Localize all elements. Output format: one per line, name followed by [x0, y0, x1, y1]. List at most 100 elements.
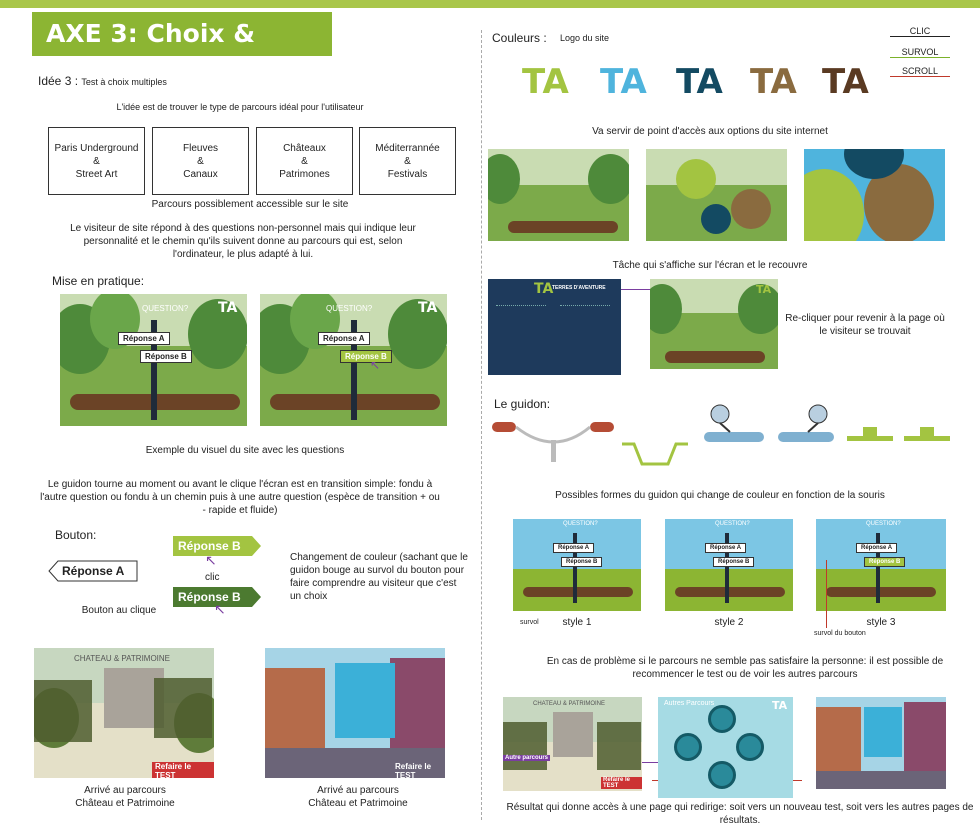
- result-chateau-2: Refaire le TEST: [265, 648, 445, 778]
- wheel-option-4[interactable]: [708, 761, 736, 789]
- couleurs-title: Couleurs :: [492, 31, 547, 45]
- result-chateau-1: CHATEAU & PATRIMOINE Refaire le TEST: [34, 648, 214, 778]
- scene2-question: QUESTION?: [326, 304, 373, 313]
- scene1-answer-a[interactable]: Réponse A: [118, 332, 170, 345]
- card-title: TERRES D'AVENTURE: [552, 285, 606, 291]
- paragraph-visitor: Le visiteur de site répond à des questio…: [70, 223, 416, 260]
- return-frame-logo[interactable]: TA: [756, 283, 772, 296]
- style-2-label: style 2: [714, 617, 744, 628]
- question-scene-2: QUESTION? TA Réponse A Réponse B ↖: [260, 294, 447, 426]
- result-with-options: CHATEAU & PATRIMOINE Autre parcours Refa…: [503, 697, 642, 791]
- style-2-preview: Réponse A Réponse B QUESTION?: [665, 519, 793, 611]
- intro-text: L'idée est de trouver le type de parcour…: [116, 102, 364, 112]
- style1-question: QUESTION?: [563, 521, 598, 527]
- site-info-card: TA TERRES D'AVENTURE: [488, 279, 621, 375]
- button-b-clicked-label: Réponse B: [178, 590, 241, 604]
- arrow-left-shape: [48, 560, 138, 582]
- logo-green: TA: [522, 62, 569, 102]
- scene2-answer-a[interactable]: Réponse A: [318, 332, 370, 345]
- button-a-label: Réponse A: [62, 564, 125, 578]
- result1-caption: Arrivé au parcours Château et Patrimoine: [75, 785, 175, 809]
- result2-refaire-button[interactable]: Refaire le TEST: [395, 762, 432, 778]
- top-accent-bar: [0, 0, 980, 8]
- survol-connector: [826, 560, 827, 628]
- button-b-default-label: Réponse B: [178, 539, 241, 553]
- style3-answer-b[interactable]: Réponse B: [864, 557, 906, 567]
- button-b-clicked[interactable]: Réponse B: [172, 586, 262, 608]
- probleme-text: En cas de problème si le parcours ne sem…: [546, 656, 944, 680]
- result2-caption: Arrivé au parcours Château et Patrimoine: [308, 785, 408, 809]
- legend-scroll: SCROLL: [890, 66, 950, 77]
- style3-answer-a[interactable]: Réponse A: [856, 543, 898, 553]
- handlebar-lime-icon: [847, 427, 893, 441]
- boxes-caption: Parcours possiblement accessible sur le …: [151, 199, 349, 210]
- arrow-right-shape: [173, 587, 261, 607]
- legend-survol: SURVOL: [890, 47, 950, 58]
- bouton-caption: Bouton au clique: [81, 605, 157, 616]
- handlebar-green-icon: [622, 442, 688, 466]
- handlebar-mirror-icon-2: [778, 404, 834, 442]
- handlebar-mirror-icon: [704, 404, 764, 442]
- color-change-text: Changement de couleur (sachant que le gu…: [290, 552, 468, 602]
- style-1-label: style 1: [562, 617, 592, 628]
- example-caption: Exemple du visuel du site avec les quest…: [145, 445, 345, 456]
- style2-answer-a[interactable]: Réponse A: [705, 543, 747, 553]
- button-b-default[interactable]: Réponse B: [172, 535, 262, 557]
- idee-subtitle: Test à choix multiples: [81, 77, 167, 87]
- autres-parcours-logo: TA: [772, 699, 788, 712]
- button-a-sample[interactable]: Réponse A: [48, 560, 138, 582]
- return-frame: TA: [650, 279, 778, 369]
- survol-label: survol: [520, 619, 539, 626]
- scene1-logo: TA: [218, 300, 238, 316]
- parcours-box-fleuves: Fleuves & Canaux: [152, 127, 249, 195]
- style1-answer-b[interactable]: Réponse B: [561, 557, 603, 567]
- style2-answer-b[interactable]: Réponse B: [713, 557, 755, 567]
- style-3-label: style 3: [866, 617, 896, 628]
- wheel-option-3[interactable]: [736, 733, 764, 761]
- autre-parcours-button[interactable]: Autre parcours: [503, 755, 551, 761]
- page-title: AXE 3: Choix & Suivre: [32, 12, 332, 92]
- style1-answer-a[interactable]: Réponse A: [553, 543, 595, 553]
- tache-text: Tâche qui s'affiche sur l'écran et le re…: [612, 260, 808, 271]
- resultat-text: Résultat qui donne accès à une page qui …: [506, 802, 974, 826]
- scene1-answer-b[interactable]: Réponse B: [140, 350, 192, 363]
- mise-title: Mise en pratique:: [52, 274, 145, 288]
- scene2-answer-b[interactable]: Réponse B: [340, 350, 392, 363]
- logo-label: Logo du site: [560, 33, 610, 43]
- recliquer-text: Re-cliquer pour revenir à la page où le …: [785, 313, 945, 337]
- result1-title: CHATEAU & PATRIMOINE: [74, 654, 171, 663]
- guidon-title: Le guidon:: [494, 397, 551, 411]
- splash-frame-3: [804, 149, 945, 241]
- wheel-option-2[interactable]: [674, 733, 702, 761]
- card-logo: TA: [534, 281, 554, 297]
- scene1-question: QUESTION?: [142, 304, 189, 313]
- scene2-logo: TA: [418, 300, 438, 316]
- style-1-preview: Réponse A Réponse B QUESTION?: [513, 519, 641, 611]
- logo-navy: TA: [676, 62, 723, 102]
- parcours-box-mediterranee: Méditerrannée & Festivals: [359, 127, 456, 195]
- style3-question: QUESTION?: [866, 521, 901, 527]
- survol-bouton-label: survol du bouton: [814, 630, 866, 637]
- idee-title: Idée 3 :: [38, 74, 79, 88]
- autres-parcours-page: Autres Parcours TA: [658, 697, 793, 798]
- logo-tan: TA: [750, 62, 797, 102]
- splash-frame-1: [488, 149, 629, 241]
- result1-refaire-button[interactable]: Refaire le TEST: [152, 762, 214, 778]
- cursor-icon: ↖: [205, 552, 217, 568]
- point-access-text: Va servir de point d'accès aux options d…: [592, 126, 828, 137]
- idee-heading: Idée 3 : Test à choix multiples: [38, 74, 167, 88]
- connector-line: [621, 289, 651, 290]
- paragraph-transition: Le guidon tourne au moment ou avant le c…: [40, 479, 440, 516]
- legend-clic: CLIC: [890, 26, 950, 37]
- parcours-box-paris: Paris Underground & Street Art: [48, 127, 145, 195]
- handlebar-lime-icon-2: [904, 427, 950, 441]
- guidon-caption: Possibles formes du guidon qui change de…: [555, 490, 885, 501]
- bouton-title: Bouton:: [55, 528, 97, 542]
- style-3-preview: Réponse A Réponse B QUESTION?: [816, 519, 946, 611]
- question-scene-1: QUESTION? TA Réponse A Réponse B: [60, 294, 247, 426]
- wheel-option-1[interactable]: [708, 705, 736, 733]
- result-options-refaire[interactable]: Refaire le TEST: [601, 777, 642, 789]
- flow-line-1: [642, 762, 660, 763]
- cursor-icon: ↖: [214, 601, 226, 617]
- cursor-icon: ↖: [370, 358, 381, 372]
